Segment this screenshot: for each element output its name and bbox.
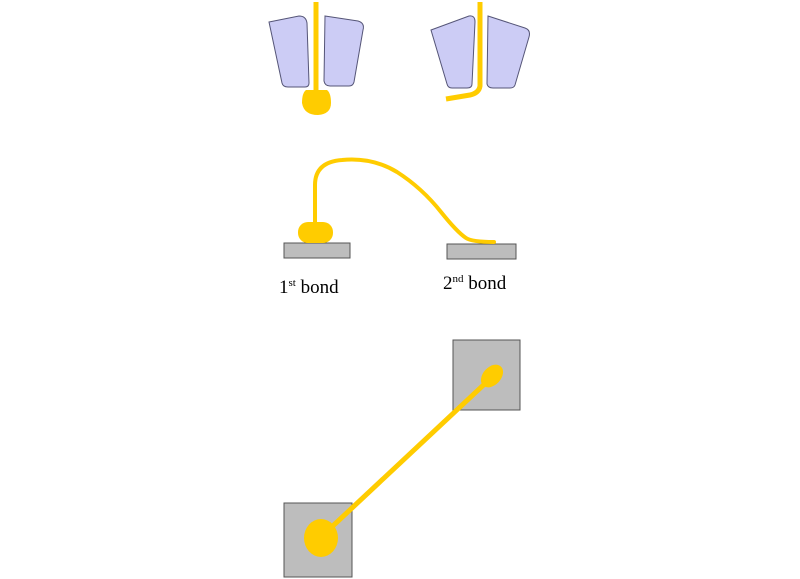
first-bond-label: 1st bond xyxy=(279,277,339,298)
wire-loop-side-view xyxy=(283,157,517,260)
wedge-bond xyxy=(480,364,504,388)
capillary-right-half xyxy=(323,15,364,87)
free-air-ball xyxy=(302,90,331,115)
capillary-right-half xyxy=(486,15,530,89)
ball-bond-top xyxy=(304,519,338,557)
gold-wire-bent xyxy=(445,2,483,102)
second-bond-pad xyxy=(446,243,517,260)
capillary-with-ball xyxy=(268,2,364,115)
capillary-left-half xyxy=(430,15,476,89)
second-bond-label: 2nd bond xyxy=(443,273,507,294)
ball-bond xyxy=(298,222,333,243)
gold-wire-top xyxy=(318,375,494,540)
wire-top-view xyxy=(283,339,521,578)
gold-wire-loop xyxy=(313,157,496,244)
capillary-with-bent-wire xyxy=(430,2,530,102)
first-bond-pad xyxy=(283,242,351,259)
capillary-left-half xyxy=(268,15,310,88)
